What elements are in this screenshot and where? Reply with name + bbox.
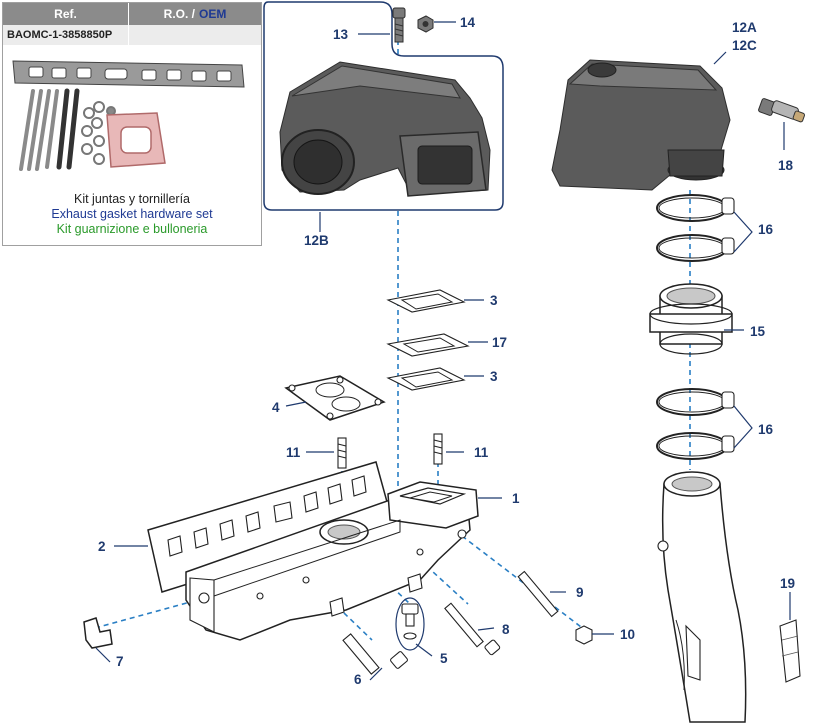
hose-coupler-15 — [649, 283, 733, 355]
gasket-4 — [284, 375, 386, 421]
elbow-fitting-7 — [83, 617, 113, 649]
ro-label: R.O. / — [163, 7, 195, 21]
callout-4: 4 — [272, 400, 280, 415]
callout-12c: 12C — [732, 38, 757, 53]
callout-11-right: 11 — [474, 445, 489, 460]
nut-14 — [417, 15, 434, 33]
reference-row: BAOMC-1-3858850P — [3, 25, 261, 45]
callout-11-left: 11 — [286, 445, 301, 460]
hose-clamps-upper — [656, 194, 735, 262]
callout-7: 7 — [116, 654, 124, 669]
callout-9: 9 — [576, 585, 584, 600]
callout-5: 5 — [440, 651, 448, 666]
callout-3-lower: 3 — [490, 369, 498, 384]
bolt-13 — [392, 7, 406, 43]
exhaust-manifold-1 — [185, 481, 479, 641]
callout-15: 15 — [750, 324, 766, 339]
reference-header: Ref. R.O. / OEM — [3, 3, 261, 25]
riser-12b-image — [279, 61, 491, 197]
callout-16-upper: 16 — [758, 222, 774, 237]
stud-11-left — [337, 437, 347, 469]
callout-3-upper: 3 — [490, 293, 498, 308]
drain-plug-5 — [395, 597, 425, 651]
reference-code: BAOMC-1-3858850P — [3, 25, 129, 45]
callout-6: 6 — [354, 672, 362, 687]
reference-box: Ref. R.O. / OEM BAOMC-1-3858850P — [2, 2, 262, 246]
hose-clamps-lower — [656, 388, 735, 460]
gasket-17 — [386, 333, 470, 357]
callout-2: 2 — [98, 539, 106, 554]
manifold-gasket-image — [12, 60, 245, 88]
gasket-3-lower — [386, 367, 466, 391]
ro-oem-header-cell: R.O. / OEM — [129, 3, 261, 25]
callout-16-lower: 16 — [758, 422, 774, 437]
gasket-3-upper — [386, 289, 466, 313]
callout-13: 13 — [333, 27, 349, 42]
exhaust-tube — [657, 471, 747, 723]
kit-description-en: Exhaust gasket hardware set — [51, 207, 213, 221]
callout-labels: 13 14 12B 12A 12C 18 16 15 16 3 17 3 4 1… — [98, 15, 795, 687]
kit-description-it: Kit guarnizione e bulloneria — [56, 222, 208, 236]
callout-17: 17 — [492, 335, 507, 350]
bolt-6 — [342, 633, 408, 675]
callout-12b: 12B — [304, 233, 329, 248]
bolt-8 — [444, 602, 501, 656]
stud-11-right — [433, 433, 443, 465]
callout-18: 18 — [778, 158, 794, 173]
gasket-kit-image — [12, 60, 245, 171]
callout-1: 1 — [512, 491, 520, 506]
nut-10 — [575, 625, 593, 645]
kit-description-es: Kit juntas y tornillería — [73, 192, 191, 206]
manifold-gasket-2 — [147, 461, 393, 593]
ref-header-cell: Ref. — [3, 3, 129, 25]
stud-9 — [517, 570, 559, 618]
riser-12b-panel — [263, 1, 504, 211]
fitting-18 — [758, 98, 806, 123]
callout-12a: 12A — [732, 20, 757, 35]
callout-10: 10 — [620, 627, 635, 642]
riser-gasket-image — [106, 112, 166, 168]
studs-image — [19, 88, 80, 171]
callout-14: 14 — [460, 15, 476, 30]
leader-lines — [95, 21, 791, 681]
shield-19 — [779, 619, 801, 683]
oem-label: OEM — [199, 7, 227, 21]
callout-8: 8 — [502, 622, 510, 637]
elbow-riser-12a-image — [551, 59, 731, 191]
callout-19: 19 — [780, 576, 795, 591]
